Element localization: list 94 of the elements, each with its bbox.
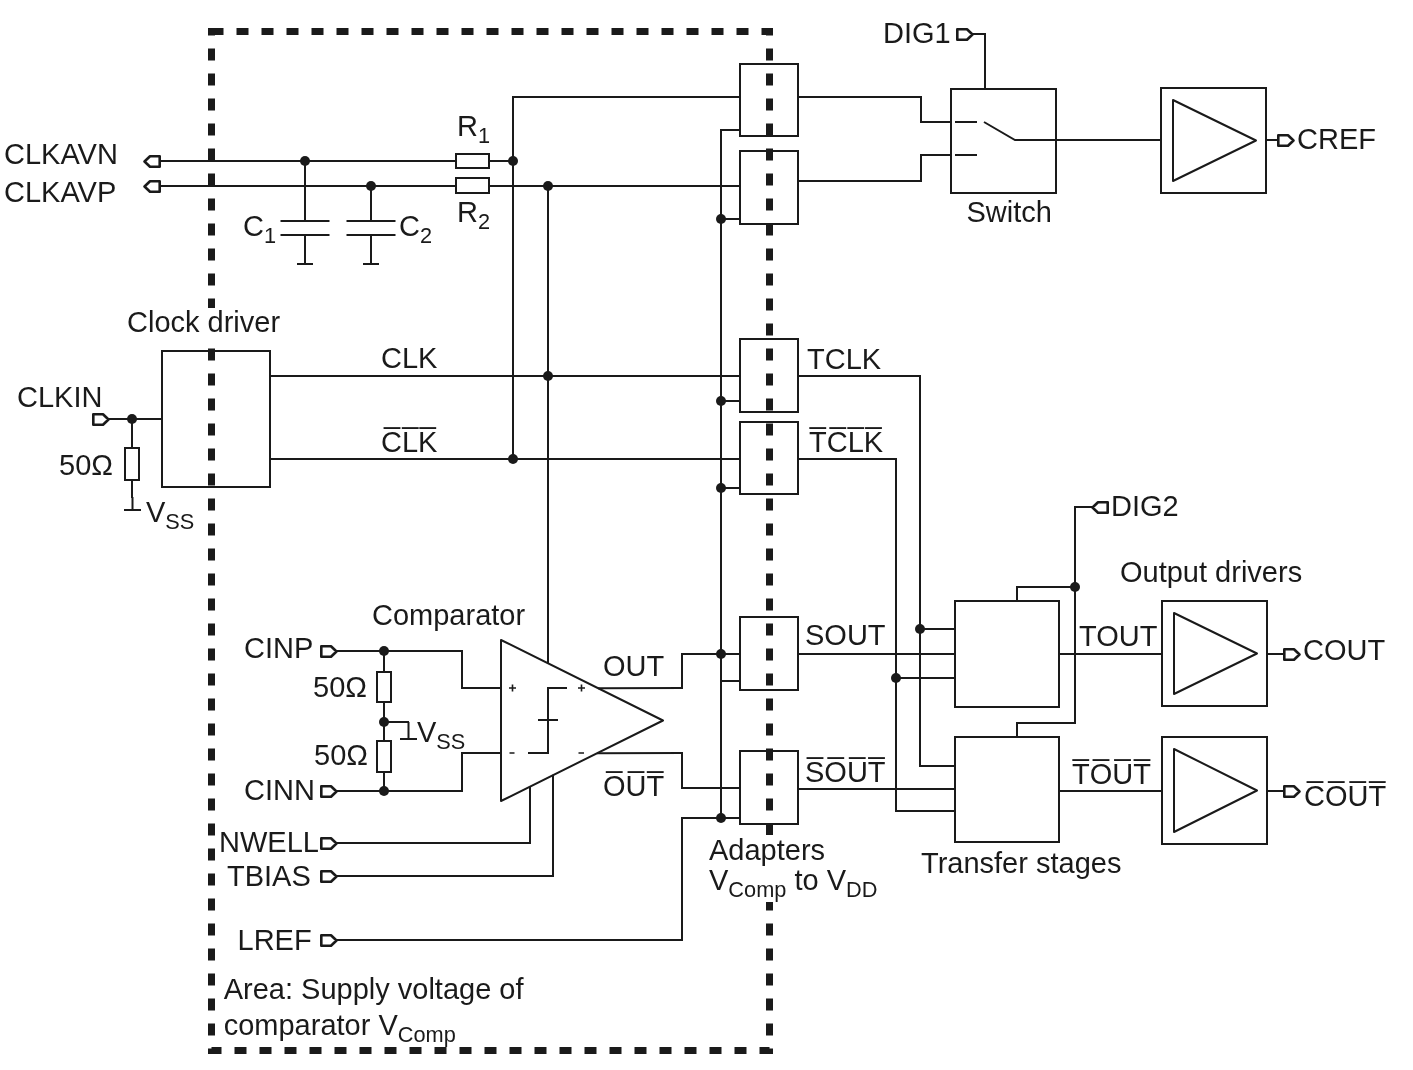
wire bbox=[461, 650, 463, 689]
wire bbox=[798, 653, 955, 655]
wire bbox=[552, 774, 554, 877]
wire bbox=[720, 129, 740, 131]
pin-label: CLKIN bbox=[17, 383, 103, 413]
wire bbox=[1056, 139, 1161, 141]
component-label: 50Ω bbox=[59, 451, 113, 481]
group-label: Clock driver bbox=[127, 308, 281, 338]
block-label: Switch bbox=[966, 198, 1052, 228]
driver-box bbox=[1161, 600, 1268, 707]
wire bbox=[920, 154, 922, 182]
pin-label: NWELL bbox=[219, 828, 319, 858]
component-label: 50Ω bbox=[314, 741, 368, 771]
edge-label: SOUT bbox=[805, 621, 886, 651]
adapter-box bbox=[739, 750, 799, 825]
edge-label: T̅C̅L̅K̅ bbox=[809, 428, 884, 458]
wire bbox=[461, 752, 501, 754]
driver-box bbox=[1161, 736, 1268, 845]
wire bbox=[798, 375, 921, 377]
wire bbox=[798, 788, 955, 790]
region-caption: Area: Supply voltage of comparator V$_{Comp}$ bbox=[223, 971, 524, 1049]
transfer-stage-box bbox=[954, 736, 1060, 843]
component-label: R$_{1}$ bbox=[457, 112, 491, 149]
component-label: C$_{2}$ bbox=[399, 212, 433, 249]
adapter-box bbox=[739, 150, 799, 225]
edge-label: TOUT bbox=[1079, 622, 1158, 652]
wire bbox=[1074, 506, 1092, 508]
supply-label: V$_{SS}$ bbox=[417, 718, 466, 755]
edge-label: TCLK bbox=[807, 344, 882, 374]
edge-label: OUT bbox=[603, 652, 665, 682]
group-label: Comparator bbox=[372, 601, 526, 631]
wire bbox=[681, 653, 740, 655]
wire bbox=[597, 752, 683, 755]
adapter-box bbox=[739, 616, 799, 691]
pin-label: CLKAVP bbox=[4, 178, 117, 208]
edge-label: T̅O̅U̅T̅ bbox=[1072, 760, 1151, 790]
wire bbox=[798, 96, 922, 98]
edge-label: CLK bbox=[381, 344, 438, 374]
group-label: Transfer stages bbox=[921, 848, 1122, 878]
wire bbox=[1266, 139, 1278, 141]
pin-label: DIG2 bbox=[1111, 492, 1179, 522]
wire bbox=[598, 687, 683, 690]
wire bbox=[681, 653, 683, 689]
wire bbox=[920, 121, 951, 123]
wire bbox=[1016, 722, 1076, 724]
edge-label: O̅U̅T̅ bbox=[603, 772, 665, 802]
wire bbox=[919, 765, 955, 767]
pin-label: CINN bbox=[244, 776, 315, 806]
wire bbox=[461, 687, 501, 689]
wire bbox=[720, 680, 740, 682]
wire bbox=[1059, 653, 1162, 655]
wire bbox=[337, 842, 531, 844]
component-label: 50Ω bbox=[313, 672, 367, 702]
adapter-box bbox=[739, 338, 799, 413]
pin-label: TBIAS bbox=[227, 862, 311, 892]
edge-label: S̅O̅U̅T̅ bbox=[805, 758, 886, 788]
wire bbox=[1016, 722, 1018, 737]
component-label: R$_{2}$ bbox=[457, 198, 491, 235]
edge-label: C̅L̅K̅ bbox=[381, 428, 438, 458]
wire bbox=[512, 96, 740, 98]
wire bbox=[1267, 790, 1284, 792]
wire bbox=[895, 810, 955, 812]
pin-label: CREF bbox=[1297, 124, 1376, 154]
wire bbox=[681, 752, 683, 789]
pin-label: COUT bbox=[1303, 635, 1386, 665]
pin-label: C̅O̅U̅T̅ bbox=[1304, 782, 1387, 812]
transfer-stage-box bbox=[954, 600, 1060, 708]
wire bbox=[1267, 653, 1284, 655]
wire bbox=[984, 33, 986, 89]
pin-label: DIG1 bbox=[883, 18, 951, 48]
adapter-box bbox=[739, 63, 799, 137]
adapter-box bbox=[739, 421, 799, 495]
pin-label: CLKAVN bbox=[4, 140, 118, 170]
driver-box bbox=[1160, 87, 1267, 194]
wire bbox=[681, 787, 740, 789]
wire bbox=[920, 96, 922, 123]
group-label: Output drivers bbox=[1120, 558, 1303, 588]
driver-box bbox=[161, 350, 271, 488]
supply-label: V$_{SS}$ bbox=[146, 498, 195, 535]
pin-label: LREF bbox=[237, 926, 312, 956]
wire bbox=[529, 786, 531, 844]
pin-label: CINP bbox=[244, 634, 314, 664]
wire bbox=[337, 939, 683, 941]
wire bbox=[461, 752, 463, 792]
wire bbox=[1016, 586, 1018, 601]
wire bbox=[798, 180, 922, 182]
wire bbox=[1059, 790, 1162, 792]
wire bbox=[973, 33, 986, 35]
wire bbox=[131, 480, 133, 498]
wire bbox=[337, 875, 554, 877]
component-label: C$_{1}$ bbox=[243, 212, 277, 249]
wire bbox=[798, 458, 897, 460]
wire bbox=[920, 154, 951, 156]
wire bbox=[681, 817, 683, 941]
